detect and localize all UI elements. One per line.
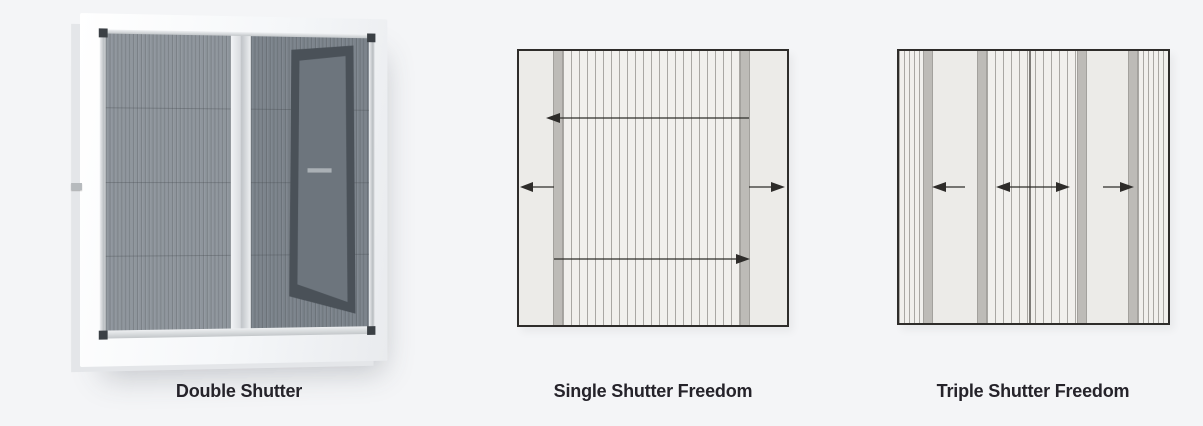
movement-arrows (899, 51, 1168, 323)
screen-assembly (100, 29, 375, 338)
corner-bracket-icon (99, 28, 108, 37)
arrow-left-icon (932, 182, 965, 192)
figure-caption-double-shutter: Double Shutter (89, 381, 389, 402)
window-frame (80, 13, 387, 367)
corner-bracket-icon (367, 33, 375, 42)
sash-handle-icon (307, 168, 331, 172)
arrow-left-icon (520, 182, 554, 192)
arrow-right-icon (1103, 182, 1134, 192)
aluminum-rail-right (369, 34, 375, 334)
corner-bracket-icon (367, 326, 375, 335)
figure-double-shutter (60, 5, 420, 377)
arrow-right-icon (554, 254, 750, 264)
corner-bracket-icon (99, 331, 108, 340)
figure-caption-triple-shutter-freedom: Triple Shutter Freedom (883, 381, 1183, 402)
movement-arrows (519, 51, 787, 325)
figure-triple-shutter-freedom (897, 49, 1170, 325)
mesh-panel-left (106, 33, 231, 330)
center-mullion (231, 36, 250, 329)
figure-single-shutter-freedom (517, 49, 789, 327)
arrow-left-icon (546, 113, 749, 123)
arrow-right-icon (749, 182, 785, 192)
frame-handle-icon (71, 183, 82, 190)
mesh-panel-right (250, 36, 369, 328)
arrow-left-right-icon (996, 182, 1070, 192)
open-casement-sash (250, 36, 369, 328)
figure-caption-single-shutter-freedom: Single Shutter Freedom (503, 381, 803, 402)
